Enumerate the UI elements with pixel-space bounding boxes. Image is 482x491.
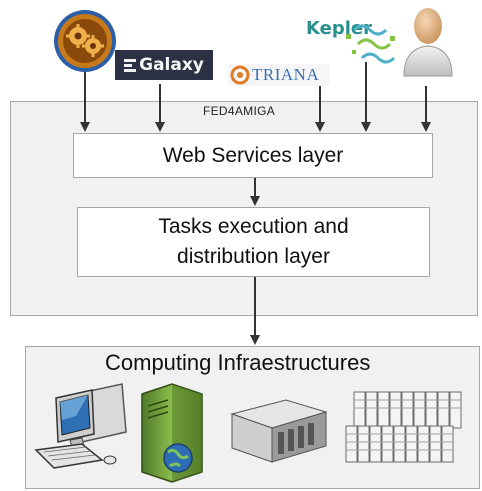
person-icon	[403, 8, 453, 77]
tasks-layer-label-line2: distribution layer	[177, 245, 330, 268]
triana-swirl-icon	[230, 65, 250, 85]
rack-server-icon	[230, 399, 328, 463]
computing-infrastructures-title: Computing Infraestructures	[105, 350, 371, 375]
galaxy-logo-text: Galaxy	[139, 55, 204, 75]
desktop-computer-icon	[34, 383, 127, 469]
triana-logo-text: TRIANA	[252, 65, 320, 84]
kepler-logo: Kepler	[306, 14, 406, 72]
kepler-logo-text: Kepler	[306, 18, 372, 39]
server-cluster-icon	[345, 391, 462, 463]
web-services-layer-label: Web Services layer	[162, 143, 344, 167]
galaxy-logo: Galaxy	[115, 50, 213, 80]
galaxy-bars-icon	[124, 58, 137, 72]
kepler-chain-icon	[346, 24, 396, 64]
web-services-layer-box: Web Services layer	[73, 133, 433, 178]
rack-server	[226, 392, 330, 466]
tasks-execution-layer-box: Tasks execution and distribution layer	[77, 207, 430, 277]
fed4amiga-label: FED4AMIGA	[203, 104, 276, 118]
desktop-computer	[30, 376, 130, 476]
tasks-layer-label-line1: Tasks execution and	[158, 215, 349, 238]
user-figure	[400, 4, 456, 78]
server-cluster	[340, 386, 476, 478]
web-server-icon	[141, 383, 203, 483]
triana-logo: TRIANA	[228, 64, 330, 86]
web-server	[132, 380, 212, 484]
taverna-logo	[52, 8, 118, 74]
gear-cog-logo-icon	[54, 10, 116, 72]
